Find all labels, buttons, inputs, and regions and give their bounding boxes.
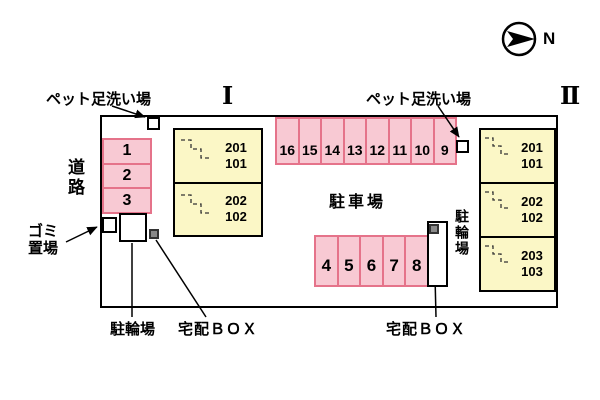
pet-wash-1-label: ペット足洗い場 [46, 91, 152, 108]
parking-space: 1 [102, 138, 152, 165]
pet-wash-station-1 [147, 117, 160, 130]
bike-parking-bottom-label: 駐輪場 [110, 321, 156, 338]
north-label: N [543, 29, 556, 48]
parking-space: 14 [320, 117, 345, 165]
building-1: 201 101 202 102 [173, 128, 263, 237]
parking-space: 9 [432, 117, 457, 165]
room-number: 202 [521, 194, 543, 209]
parking-space: 15 [297, 117, 322, 165]
room-number: 103 [521, 264, 543, 279]
building-1-numeral: Ⅰ [222, 84, 234, 110]
garbage-area [102, 217, 117, 233]
building-2-unit-2: 202 102 [481, 182, 554, 236]
room-numbers: 201 101 [513, 140, 551, 172]
room-numbers: 202 102 [217, 193, 255, 225]
room-numbers: 202 102 [513, 194, 551, 226]
parking-space: 16 [275, 117, 300, 165]
pet-wash-2-label: ペット足洗い場 [366, 91, 472, 108]
parking-space: 13 [342, 117, 367, 165]
room-number: 101 [521, 156, 543, 171]
parking-space: 8 [404, 235, 429, 287]
garbage-label: ゴミ置場 [28, 223, 59, 257]
room-numbers: 201 101 [217, 140, 255, 172]
delivery-box-2-label: 宅配ＢＯＸ [386, 321, 467, 338]
bike-parking-area-bottom [119, 213, 147, 242]
parking-row-bottom: 4 5 6 7 8 [314, 235, 429, 287]
north-compass-icon [501, 21, 537, 57]
parking-column-left: 1 2 3 [102, 138, 152, 215]
room-number: 102 [521, 210, 543, 225]
room-number: 201 [225, 139, 247, 155]
building-2-unit-1: 201 101 [481, 130, 554, 182]
delivery-box-2 [429, 224, 439, 234]
parking-row-top: 16 15 14 13 12 11 10 9 [275, 117, 457, 165]
parking-space: 11 [387, 117, 412, 165]
building-2-numeral: Ⅱ [560, 84, 581, 110]
building-2: 201 101 202 102 203 103 [479, 128, 556, 292]
parking-space: 3 [102, 187, 152, 215]
site-boundary [100, 115, 558, 308]
leader-garbage [65, 226, 98, 243]
bike-parking-right-label: 駐輪場 [454, 209, 470, 257]
bike-parking-area-right [427, 221, 448, 287]
building-2-unit-3: 203 103 [481, 236, 554, 290]
parking-space: 10 [410, 117, 435, 165]
room-number: 203 [521, 248, 543, 263]
parking-space: 2 [102, 162, 152, 190]
road-label: 道路 [65, 158, 84, 198]
room-number: 202 [225, 193, 247, 209]
parking-space: 4 [314, 235, 339, 287]
parking-space: 7 [381, 235, 407, 287]
pet-wash-station-2 [456, 140, 469, 153]
parking-lot-label: 駐車場 [329, 194, 387, 211]
parking-space: 12 [365, 117, 390, 165]
room-number: 101 [225, 155, 247, 171]
delivery-box-1-label: 宅配ＢＯＸ [178, 321, 259, 338]
room-numbers: 203 103 [513, 248, 551, 280]
parking-space: 5 [336, 235, 362, 287]
building-1-unit-2: 202 102 [175, 181, 261, 236]
parking-space: 6 [359, 235, 384, 287]
delivery-box-1 [149, 229, 159, 239]
building-1-unit-1: 201 101 [175, 130, 261, 182]
room-number: 102 [225, 209, 247, 225]
room-number: 201 [521, 140, 543, 155]
